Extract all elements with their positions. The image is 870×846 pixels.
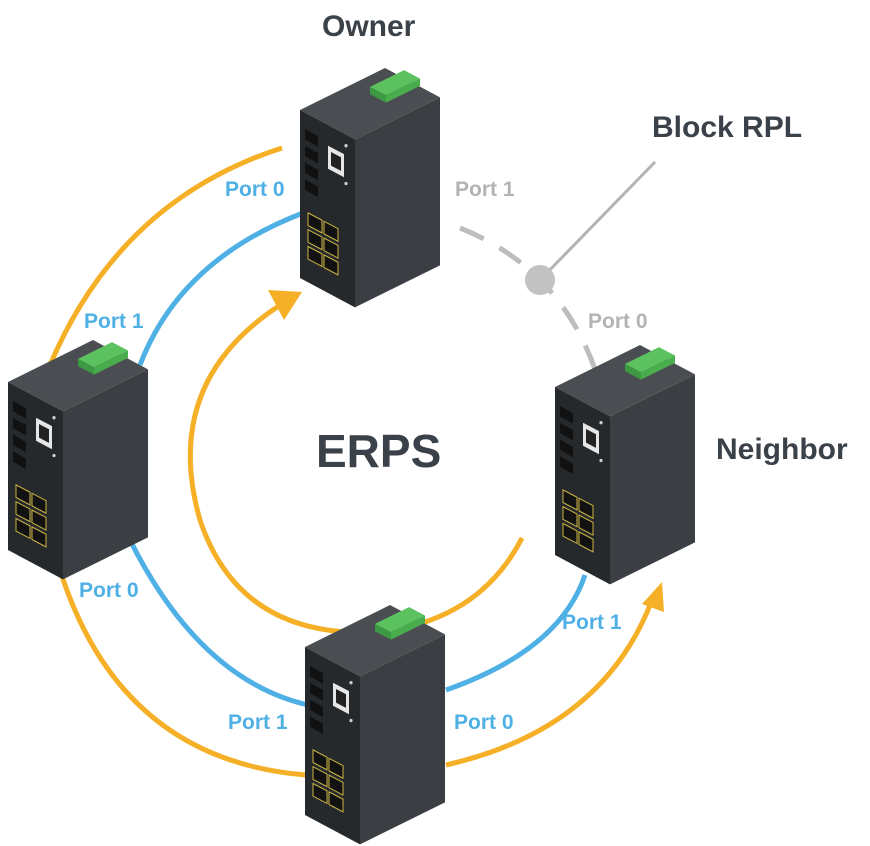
block-rpl-pointer [538, 160, 657, 282]
neighbor-port0-label: Port 0 [588, 310, 648, 333]
owner-switch [299, 67, 441, 308]
inner-traffic-arc [187, 299, 525, 635]
left-port0-label: Port 0 [79, 579, 139, 602]
owner-label: Owner [322, 10, 416, 43]
traffic-arc-owner-left [47, 145, 283, 366]
left-switch [7, 339, 149, 580]
traffic-arc-left-bottom [57, 569, 307, 778]
neighbor-label: Neighbor [716, 433, 848, 466]
bottom-switch [304, 604, 446, 845]
traffic-arc-bottom-neighbor [445, 604, 653, 768]
link-left-bottom [127, 538, 309, 708]
block-rpl-point [525, 265, 555, 295]
traffic-arrowhead-neighbor [642, 582, 664, 612]
diagram-title: ERPS [316, 425, 442, 477]
inner-traffic-arrowhead [268, 290, 302, 320]
block-rpl-label: Block RPL [652, 111, 803, 144]
bottom-port1-label: Port 1 [228, 711, 288, 734]
bottom-port0-label: Port 0 [454, 711, 514, 734]
neighbor-port1-label: Port 1 [562, 611, 622, 634]
owner-port0-label: Port 0 [225, 178, 285, 201]
owner-port1-label: Port 1 [455, 178, 515, 201]
left-port1-label: Port 1 [84, 310, 144, 333]
link-bottom-neighbor [445, 574, 588, 693]
blocked-rpl-link [459, 225, 599, 373]
link-owner-left [137, 210, 304, 366]
neighbor-switch [554, 344, 696, 585]
